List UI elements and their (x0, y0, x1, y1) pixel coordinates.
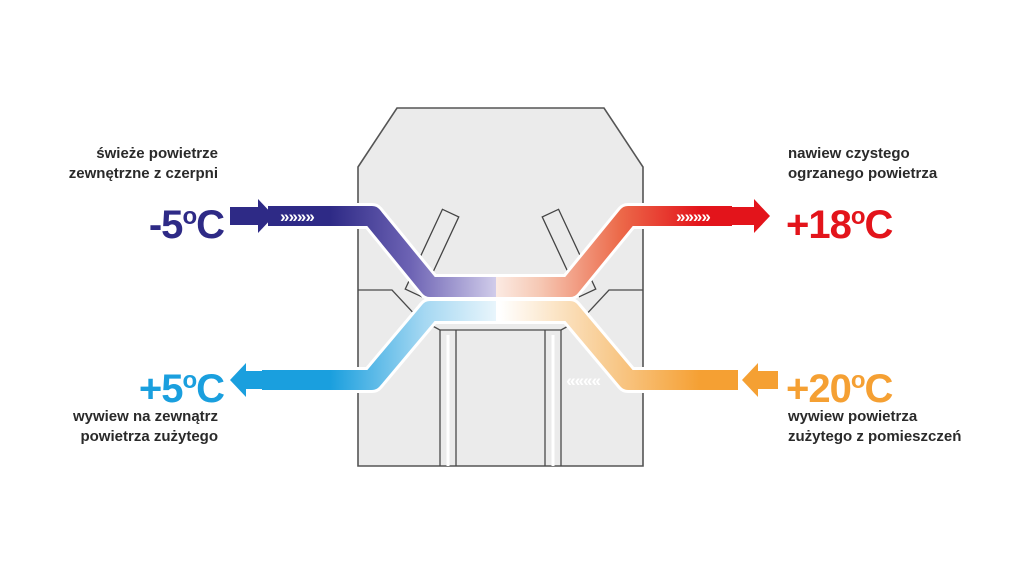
exhaust-air-label-line1: wywiew na zewnątrz (72, 408, 218, 425)
fresh-air-temp-degree: o (182, 203, 197, 230)
supply-air-temp-unit: C (864, 203, 894, 247)
extract-air-label-line1: wywiew powietrza (788, 408, 918, 425)
exhaust-air-temperature: +5oC (124, 359, 225, 411)
extract-air-label-line2: zużytego z pomieszczeń (788, 428, 962, 445)
extract-air-temperature: +20oC (786, 359, 894, 411)
extract-air-temp-unit: C (864, 367, 894, 411)
fresh-air-label: świeże powietrze zewnętrzne z czerpni (40, 144, 218, 184)
exchanger-core-lines (446, 335, 555, 466)
supply-air-path (496, 206, 732, 297)
fresh-air-label-line1: świeże powietrze (96, 145, 218, 162)
exhaust-air-temp-value: +5 (138, 367, 184, 411)
supply-air-label: nawiew czystego ogrzanego powietrza (788, 144, 1008, 184)
supply-air-label-line1: nawiew czystego (788, 145, 910, 162)
fresh-air-arrow-icon (230, 199, 274, 233)
supply-air-label-line2: ogrzanego powietrza (788, 165, 938, 182)
fresh-air-temperature: -5oC (128, 195, 225, 247)
extract-air-temp-value: +20 (786, 367, 852, 411)
exhaust-air-chevrons: »»»» (567, 371, 601, 390)
exhaust-air-arrow-icon (230, 363, 266, 397)
supply-air-temperature: +18oC (786, 195, 894, 247)
exhaust-air-label: wywiew na zewnątrz powietrza zużytego (40, 407, 218, 447)
extract-air-path (496, 301, 738, 390)
exhaust-air-temp-degree: o (182, 367, 197, 394)
extract-air-temp-degree: o (850, 367, 866, 394)
exhaust-air-path (262, 301, 504, 390)
exhaust-air-temp-unit: C (196, 367, 225, 411)
supply-air-temp-value: +18 (786, 203, 852, 247)
fresh-air-label-line2: zewnętrzne z czerpni (68, 165, 218, 182)
fresh-air-temp-value: -5 (148, 203, 184, 247)
fresh-air-temp-unit: C (196, 203, 225, 247)
fresh-air-chevrons: »»»» (280, 207, 314, 226)
supply-air-temp-degree: o (850, 203, 866, 230)
supply-air-chevrons: »»»» (676, 207, 710, 226)
extract-air-arrow-icon (742, 363, 778, 397)
extract-air-label: wywiew powietrza zużytego z pomieszczeń (788, 407, 1008, 447)
fresh-air-path (268, 206, 504, 297)
supply-air-arrow-icon (732, 199, 770, 233)
exhaust-air-label-line2: powietrza zużytego (80, 428, 218, 445)
